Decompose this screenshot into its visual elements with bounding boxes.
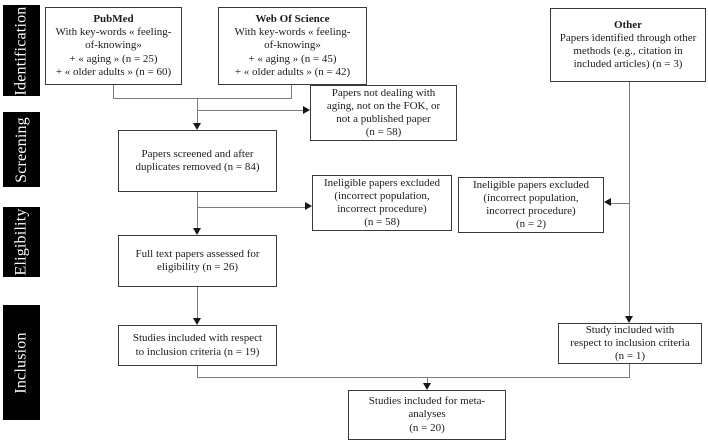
stage-band-inclusion: Inclusion bbox=[3, 305, 40, 420]
stage-band-eligibility: Eligibility bbox=[3, 207, 40, 277]
box-line: + « older adults » (n = 60) bbox=[55, 65, 172, 78]
connector-to-ineligible-other bbox=[610, 202, 629, 204]
connector-to-screening bbox=[196, 97, 198, 125]
box-line: (n = 58) bbox=[364, 216, 400, 229]
box-line: (incorrect population, bbox=[483, 191, 579, 204]
stage-label-inclusion: Inclusion bbox=[12, 331, 30, 394]
box-web-of-science: Web Of Science With key-words « feeling-… bbox=[218, 7, 367, 85]
box-line: included articles) (n = 3) bbox=[573, 58, 683, 71]
connector-included-other-drop bbox=[628, 364, 630, 378]
box-line: With key-words « feeling- bbox=[55, 26, 172, 39]
box-full-text-assessed: Full text papers assessed for eligibilit… bbox=[118, 235, 277, 287]
box-other-sources: Other Papers identified through other me… bbox=[550, 8, 706, 82]
connector-other-column bbox=[628, 82, 630, 316]
box-excluded-not-relevant: Papers not dealing with aging, not on th… bbox=[310, 85, 457, 141]
connector-to-ineligible-main bbox=[196, 206, 305, 208]
box-included-other: Study included with respect to inclusion… bbox=[558, 323, 702, 364]
box-line: Ineligible papers excluded bbox=[472, 178, 590, 191]
box-line: of-knowing» bbox=[85, 39, 142, 52]
arrow-down-into-eligibility bbox=[192, 228, 201, 235]
box-line: Papers not dealing with bbox=[331, 86, 436, 99]
box-line: Studies included for meta- bbox=[368, 395, 486, 408]
connector-eligibility-to-inclusion bbox=[196, 287, 198, 318]
box-line: duplicates removed (n = 84) bbox=[135, 161, 260, 173]
connector-wos-drop bbox=[290, 85, 292, 98]
arrow-right-into-ineligible-main bbox=[304, 202, 312, 210]
box-ineligible-other: Ineligible papers excluded (incorrect po… bbox=[458, 177, 604, 233]
arrow-left-into-ineligible-other bbox=[604, 198, 611, 206]
box-line: Other bbox=[613, 18, 643, 31]
box-line: to inclusion criteria (n = 19) bbox=[135, 345, 260, 358]
connector-bottom-join bbox=[196, 376, 630, 378]
box-line: Study included with bbox=[585, 323, 675, 336]
stage-label-screening: Screening bbox=[12, 116, 30, 183]
stage-label-identification: Identification bbox=[12, 6, 30, 95]
box-line: Web Of Science bbox=[255, 13, 330, 26]
arrow-down-into-included-other bbox=[624, 316, 633, 323]
arrow-down-into-screening bbox=[192, 123, 201, 130]
box-line: + « aging » (n = 45) bbox=[248, 52, 337, 65]
box-line: Full text papers assessed for bbox=[135, 247, 260, 260]
connector-pubmed-drop bbox=[112, 85, 114, 98]
connector-top-join bbox=[112, 97, 292, 99]
box-line: analyses bbox=[408, 408, 446, 421]
arrow-right-into-excluded-top bbox=[303, 105, 310, 114]
stage-band-identification: Identification bbox=[3, 5, 40, 96]
box-line: Papers identified through other bbox=[559, 31, 697, 44]
connector-to-meta bbox=[426, 376, 428, 384]
box-line: aging, not on the FOK, or bbox=[326, 99, 441, 112]
stage-band-screening: Screening bbox=[3, 112, 40, 187]
box-line: (n = 58) bbox=[365, 126, 402, 139]
connector-screening-to-eligibility bbox=[196, 192, 198, 228]
box-meta-analyses: Studies included for meta- analyses (n =… bbox=[348, 390, 506, 440]
box-line: Papers screened and after bbox=[141, 147, 254, 160]
box-line: incorrect procedure) bbox=[337, 203, 427, 215]
box-line: eligibility (n = 26) bbox=[156, 261, 239, 273]
box-line: methods (e.g., citation in bbox=[573, 45, 683, 57]
arrow-down-into-included-criteria bbox=[192, 318, 201, 325]
box-pubmed: PubMed With key-words « feeling- of-know… bbox=[45, 7, 182, 85]
box-line: (n = 1) bbox=[614, 350, 646, 363]
box-line: respect to inclusion criteria bbox=[570, 336, 690, 349]
box-line: + « older adults » (n = 42) bbox=[234, 65, 351, 78]
box-line: (n = 2) bbox=[515, 218, 547, 231]
box-line: (incorrect population, bbox=[334, 189, 430, 202]
box-line: incorrect procedure) bbox=[486, 205, 576, 217]
stage-label-eligibility: Eligibility bbox=[12, 208, 30, 276]
arrow-down-into-meta bbox=[422, 383, 431, 390]
connector-to-excluded-top bbox=[196, 109, 303, 111]
box-line: Studies included with respect bbox=[132, 332, 263, 345]
box-line: PubMed bbox=[93, 13, 134, 26]
box-screened: Papers screened and after duplicates rem… bbox=[118, 130, 277, 192]
box-line: + « aging » (n = 25) bbox=[69, 52, 158, 65]
connector-included-criteria-drop bbox=[196, 366, 198, 378]
box-included-criteria: Studies included with respect to inclusi… bbox=[118, 325, 277, 366]
box-line: not a published paper bbox=[336, 113, 431, 125]
box-line: (n = 20) bbox=[409, 421, 445, 434]
box-line: Ineligible papers excluded bbox=[323, 176, 441, 189]
box-ineligible-main: Ineligible papers excluded (incorrect po… bbox=[312, 175, 452, 231]
box-line: of-knowing» bbox=[264, 39, 321, 52]
box-line: With key-words « feeling- bbox=[234, 26, 351, 39]
